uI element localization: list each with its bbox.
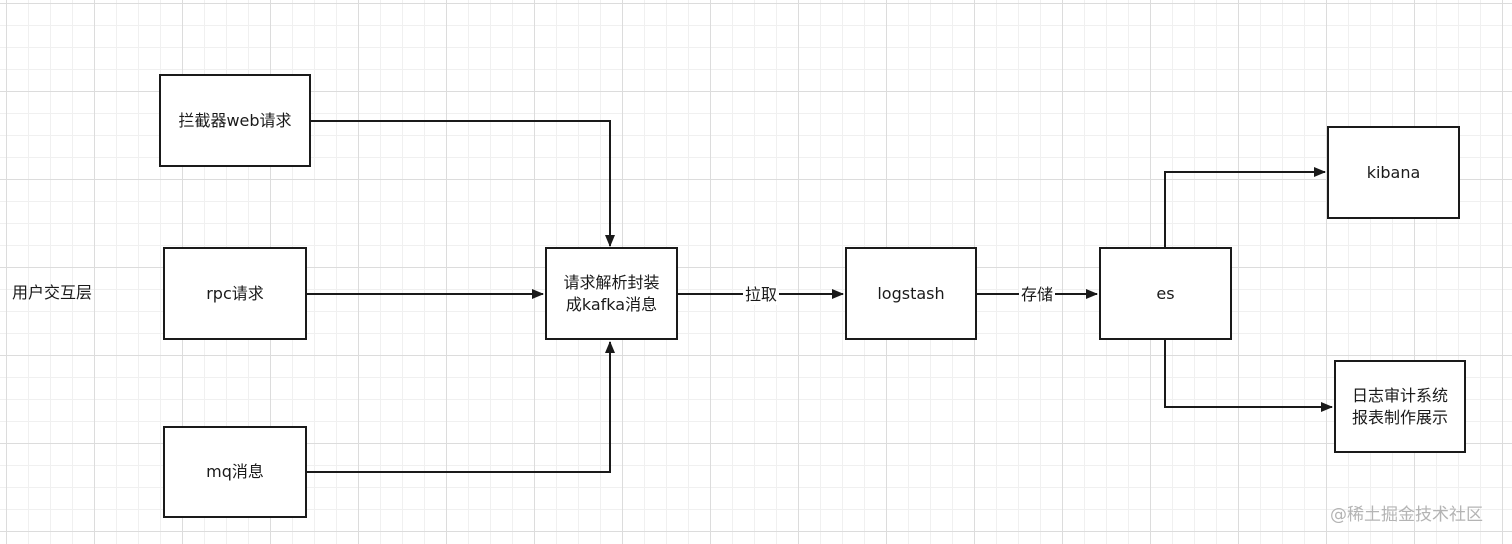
node-kibana[interactable]: kibana: [1327, 126, 1460, 219]
watermark: @稀土掘金技术社区: [1330, 505, 1483, 525]
node-web-request-label: 拦截器web请求: [178, 110, 292, 130]
edge-web-to-parse: [311, 120, 615, 247]
node-logstash[interactable]: logstash: [845, 247, 977, 340]
edge-es-to-audit: [1164, 340, 1333, 412]
node-es-label: es: [1156, 283, 1175, 303]
edge-label-pull: 拉取: [743, 285, 780, 305]
node-kibana-label: kibana: [1366, 162, 1421, 182]
edge-mq-to-parse: [307, 341, 615, 473]
node-parse-kafka-label: 请求解析封装 成kafka消息: [563, 272, 660, 314]
node-logstash-label: logstash: [877, 283, 945, 303]
node-mq-message[interactable]: mq消息: [163, 426, 307, 518]
node-rpc-request[interactable]: rpc请求: [163, 247, 307, 340]
edge-es-to-kibana: [1164, 167, 1326, 247]
node-audit-system-label: 日志审计系统 报表制作展示: [1351, 385, 1448, 427]
edge-label-store: 存储: [1019, 285, 1056, 305]
layer-label: 用户交互层: [12, 283, 93, 302]
node-web-request[interactable]: 拦截器web请求: [159, 74, 311, 167]
node-es[interactable]: es: [1099, 247, 1232, 340]
node-rpc-request-label: rpc请求: [206, 283, 264, 303]
node-parse-kafka[interactable]: 请求解析封装 成kafka消息: [545, 247, 678, 340]
node-audit-system[interactable]: 日志审计系统 报表制作展示: [1334, 360, 1466, 453]
node-mq-message-label: mq消息: [206, 462, 264, 481]
